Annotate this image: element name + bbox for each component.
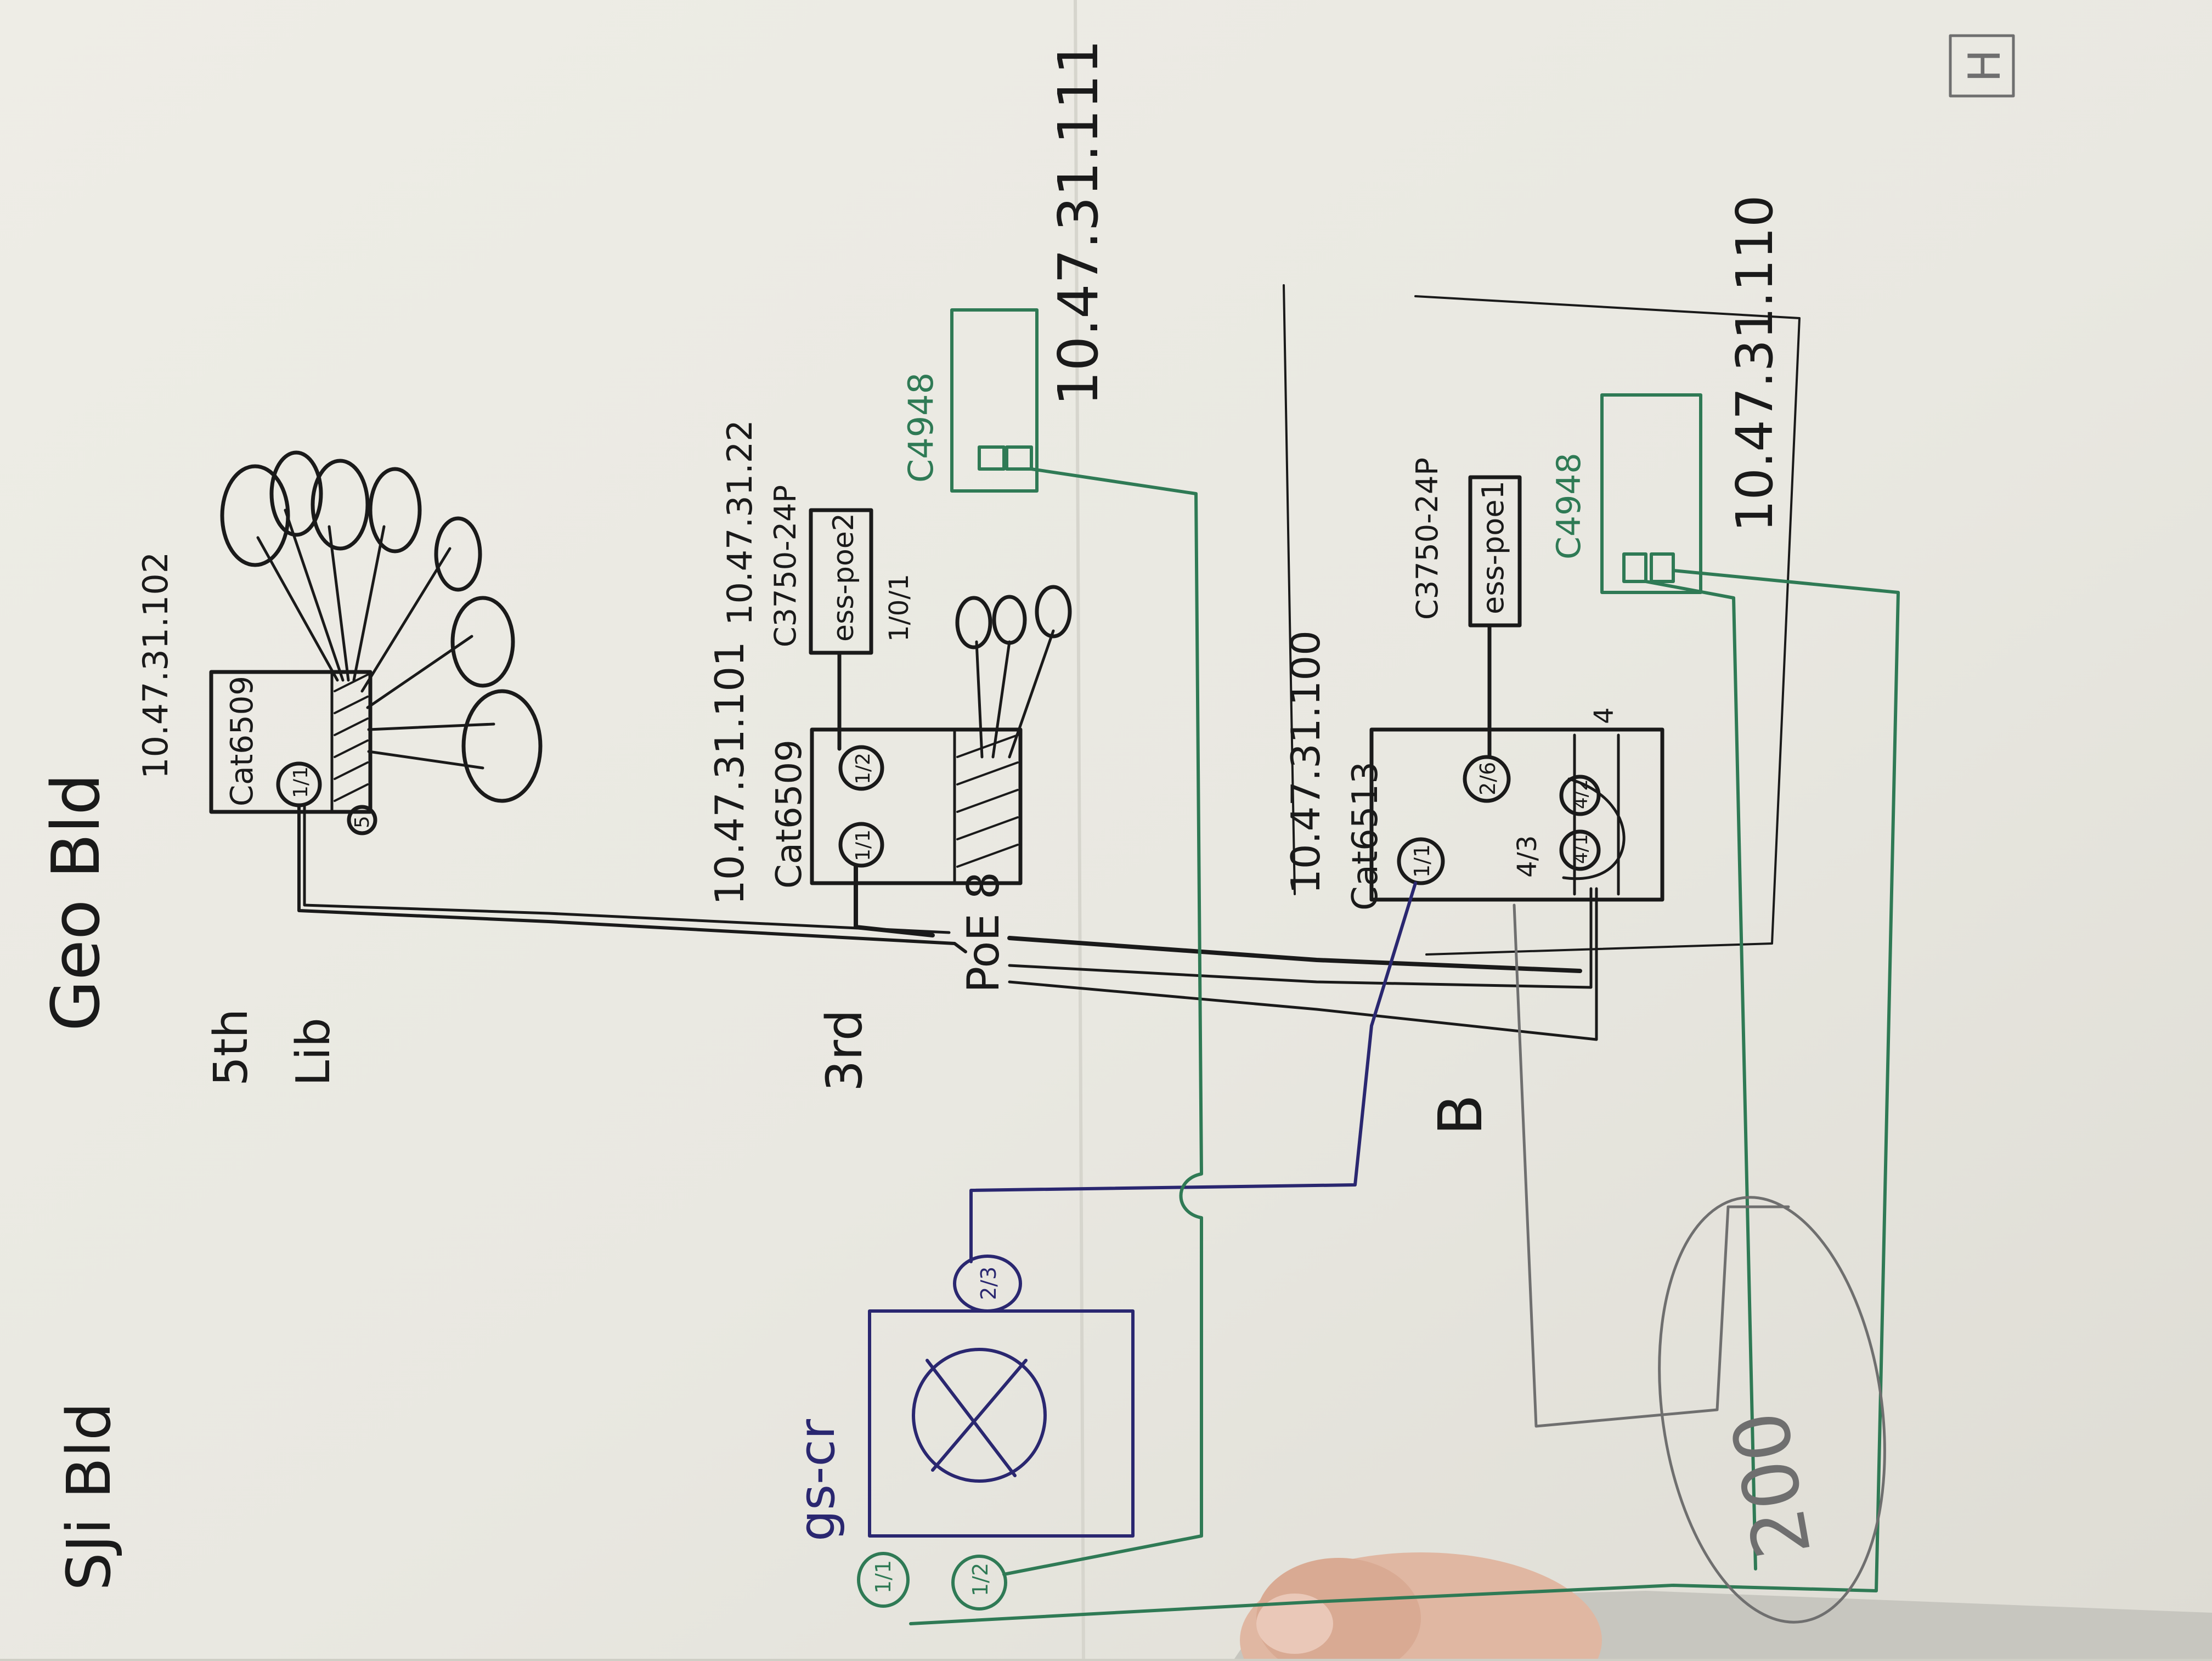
h-box — [1949, 34, 2015, 98]
core-port-r-label: 1/2 — [968, 1563, 992, 1596]
poe-run-2 — [1008, 887, 1593, 989]
third-uplink — [854, 863, 935, 937]
top-c4948-ip-text: 10.47.31.111 — [1046, 39, 1110, 406]
green-run-b — [909, 569, 1900, 1625]
lib-ap-1 — [220, 464, 290, 567]
b-c4948-port-b — [1650, 552, 1675, 583]
lib-ap-6 — [450, 596, 515, 688]
third-stack-name: ess-poe2 — [827, 513, 860, 642]
lib-port-a-label: 1/1 — [290, 766, 312, 798]
b-bracket — [1283, 284, 1801, 956]
b-model: Cat6513 — [1345, 761, 1386, 911]
third-label: 3rd — [816, 1009, 873, 1092]
pencil-run — [1513, 903, 1790, 1428]
third-stack-ip: 10.47.31.22 — [720, 420, 760, 625]
core-symbol-circle — [912, 1348, 1047, 1483]
paper-fold — [1074, 0, 1085, 1659]
third-ap-1 — [955, 596, 992, 649]
b-stack-name: ess-poe1 — [1476, 481, 1510, 614]
top-c4948-box — [950, 308, 1039, 493]
top-c4948-model: C4948 — [901, 372, 941, 483]
lib-ap-3 — [311, 459, 370, 551]
poe-run-3 — [1008, 887, 1598, 1041]
core-symbol-x2 — [926, 1359, 1017, 1477]
lib-module-hatch — [334, 674, 369, 802]
third-stack-port: 1/0/1 — [884, 574, 915, 642]
b-port-4-2 — [1559, 775, 1601, 816]
lib-ip: 10.47.31.102 — [136, 552, 176, 779]
b-building-mark: B — [1425, 1094, 1496, 1135]
title: Geo Bld — [38, 773, 115, 1031]
core-port-1-2 — [951, 1555, 1007, 1611]
b-port-4-1 — [1559, 829, 1601, 871]
core-symbol-x1 — [931, 1359, 1028, 1472]
b-c4948-box — [1600, 393, 1702, 594]
third-ap-links — [975, 629, 1055, 759]
lib-uplink-2 — [303, 804, 951, 934]
h-box-label: H — [1959, 49, 2010, 82]
lib-port-b-label: 5 — [351, 816, 374, 828]
third-stack-model: C3750-24P — [768, 485, 803, 647]
core-port-l-label: 1/1 — [871, 1560, 895, 1594]
b-port-b-label: 2/6 — [1476, 762, 1500, 795]
sji-bld-label: SJi Bld — [54, 1402, 124, 1591]
third-ap-3 — [1035, 585, 1072, 639]
third-ip: 10.47.31.101 — [707, 641, 753, 905]
b-c4948-model: C4948 — [1550, 453, 1588, 560]
b-stack-box — [1468, 475, 1522, 628]
third-ap-2 — [992, 595, 1027, 645]
b-port-2-6 — [1463, 755, 1511, 803]
poe8-label: PoE 8 — [958, 872, 1009, 993]
b-stack-model: C3750-24P — [1410, 457, 1444, 620]
two-hundred-ellipse — [1658, 1196, 1886, 1624]
b-port-e-label: 4/2 — [1570, 779, 1592, 809]
b-port-a-label: 1/1 — [1410, 844, 1434, 878]
core-label: gs-cr — [788, 1419, 846, 1541]
core-uplink-b — [969, 882, 1417, 1263]
lib-model: Cat6509 — [224, 676, 260, 806]
lib-port-5 — [347, 805, 377, 835]
lib-ap-links — [256, 509, 495, 770]
core-port-top-label: 2/3 — [977, 1267, 1001, 1300]
lib-uplink — [297, 804, 967, 953]
lib-ap-7 — [461, 689, 543, 803]
b-port-1-1 — [1397, 837, 1445, 885]
third-port-1-2 — [838, 745, 884, 791]
lib-ap-2 — [269, 450, 323, 537]
fifth-label: 5th — [204, 1009, 258, 1086]
b-slot-label: 4 — [1589, 707, 1620, 724]
lib-label: Lib — [286, 1018, 341, 1086]
lib-ap-5 — [434, 516, 482, 592]
third-model: Cat6509 — [769, 739, 810, 889]
core-switch-box — [868, 1309, 1135, 1538]
top-c4948-port-a — [978, 445, 1006, 471]
green-run-b2 — [1644, 580, 1757, 1570]
b-port-loop — [1562, 777, 1626, 880]
core-port-1-1 — [857, 1552, 910, 1608]
third-module-hatch — [956, 734, 1019, 868]
third-port-1-1 — [838, 822, 884, 868]
b-port-d-label: 4/1 — [1570, 834, 1592, 864]
b-port-c-label: 4/3 — [1512, 835, 1543, 878]
thumb — [1240, 1552, 1602, 1661]
b-switch-box — [1369, 727, 1664, 902]
third-switch-module — [953, 728, 1022, 885]
core-port-2-3 — [953, 1255, 1022, 1313]
top-c4948-port-b — [1005, 445, 1033, 471]
b-c4948-port-a — [1622, 552, 1647, 583]
third-port-a-label: 1/1 — [852, 829, 874, 861]
green-run-top — [1002, 467, 1203, 1576]
poe-run-1 — [1007, 936, 1582, 973]
lib-ap-4 — [368, 467, 422, 553]
third-port-b-label: 1/2 — [852, 753, 874, 784]
b-ip: 10.47.31.100 — [1283, 630, 1329, 894]
b-c4948-ip-text: 10.47.31.110 — [1725, 195, 1784, 532]
